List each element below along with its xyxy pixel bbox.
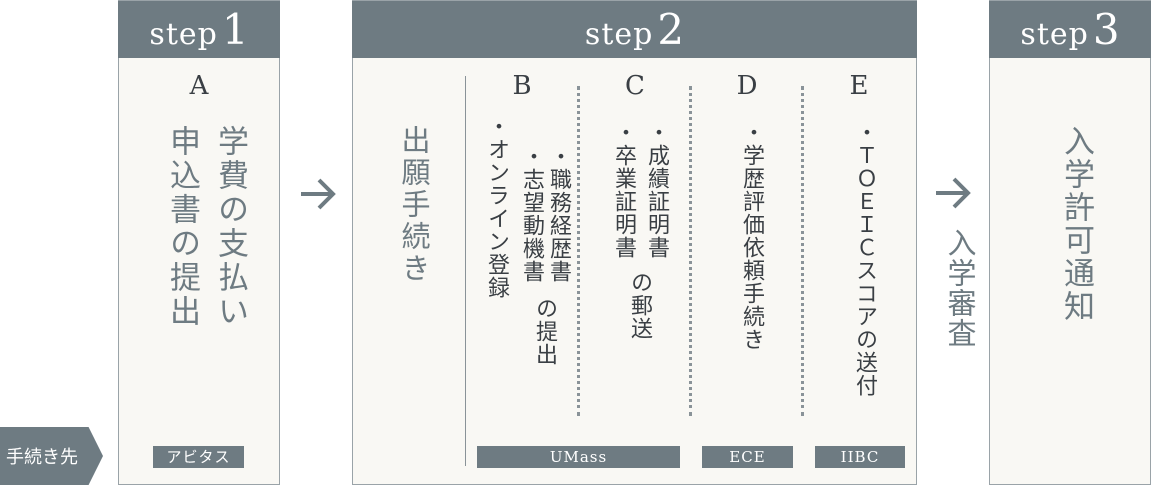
online-registration-text: ・オンライン登録 bbox=[484, 115, 509, 299]
step-number: 1 bbox=[221, 5, 249, 54]
badge-umass: UMass bbox=[477, 446, 680, 468]
badge-abitus: アビタス bbox=[153, 446, 244, 468]
tuition-payment-text: 学費の支払い bbox=[212, 125, 248, 329]
step-word: step bbox=[584, 17, 654, 52]
graduation-certificate-text: ・卒業証明書 bbox=[611, 121, 636, 259]
divider bbox=[465, 76, 466, 466]
step-word: step bbox=[1020, 17, 1089, 52]
application-procedure-title: 出願手続き bbox=[397, 125, 431, 285]
badge-iibc: IIBC bbox=[815, 446, 905, 468]
badge-ece: ECE bbox=[702, 446, 793, 468]
step3-header: step 3 bbox=[989, 1, 1151, 58]
dotted-divider bbox=[689, 86, 692, 416]
item-letter-b: B bbox=[512, 71, 532, 101]
item-letter-c: C bbox=[625, 71, 645, 101]
statement-of-purpose-text: ・志望動機書 bbox=[519, 145, 544, 283]
dotted-divider bbox=[577, 86, 580, 416]
item-letter-e: E bbox=[849, 71, 869, 101]
resume-text: ・職務経歴書 bbox=[546, 145, 571, 283]
admission-notice-text: 入学許可通知 bbox=[1058, 125, 1094, 323]
step2-header: step 2 bbox=[352, 1, 917, 58]
step-word: step bbox=[149, 17, 218, 52]
item-letter-a: A bbox=[189, 71, 209, 101]
arrow-right-icon bbox=[936, 177, 971, 209]
submission-suffix-text: の提出 bbox=[532, 297, 557, 366]
step1-panel: step 1 A 学費の支払い 申込書の提出 アビタス bbox=[118, 0, 280, 485]
arrow-right-icon bbox=[301, 178, 336, 210]
step3-panel: step 3 入学許可通知 bbox=[989, 0, 1151, 485]
dotted-divider bbox=[801, 86, 804, 416]
mailing-suffix-text: の郵送 bbox=[627, 271, 652, 340]
label-text: 手続き先 bbox=[6, 447, 78, 468]
admission-review-text: 入学審査 bbox=[943, 228, 977, 348]
procedure-destination-label: 手続き先 bbox=[0, 427, 103, 485]
application-submission-text: 申込書の提出 bbox=[164, 125, 200, 329]
step1-header: step 1 bbox=[118, 1, 280, 58]
step-number: 3 bbox=[1092, 5, 1120, 54]
step-number: 2 bbox=[657, 5, 685, 54]
credential-evaluation-text: ・学歴評価依頼手続き bbox=[739, 121, 764, 351]
transcript-text: ・成績証明書 bbox=[644, 121, 669, 259]
step2-panel: step 2 出願手続き B ・オンライン登録 ・志望動機書 ・職務経歴書 の提… bbox=[352, 0, 917, 485]
toeic-score-text: ・ＴＯＥＩＣスコアの送付 bbox=[852, 121, 877, 397]
item-letter-d: D bbox=[736, 71, 758, 101]
